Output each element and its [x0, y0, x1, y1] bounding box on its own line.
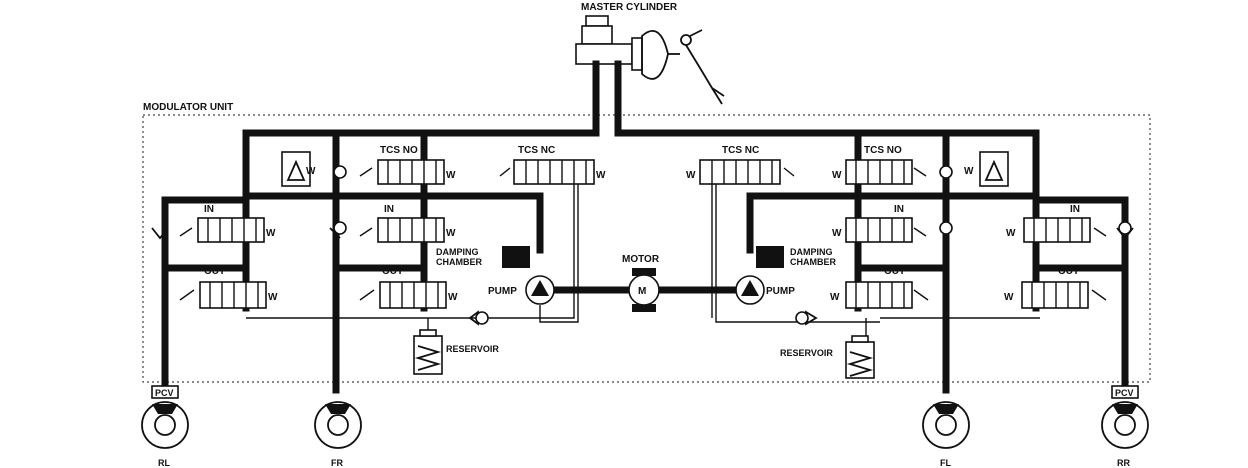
- svg-text:W: W: [832, 228, 842, 239]
- right-out-valve-outer: OUT W: [1004, 266, 1107, 309]
- left-out-valve-outer: OUT W: [179, 266, 278, 309]
- left-damping-label-1: DAMPING: [436, 247, 479, 257]
- left-reservoir-label: RESERVOIR: [446, 344, 499, 354]
- wheel-rl-label: RL: [158, 458, 170, 468]
- right-inner-in-label: IN: [894, 204, 904, 215]
- left-inner-in-label: IN: [384, 204, 394, 215]
- svg-text:W: W: [266, 228, 276, 239]
- svg-text:W: W: [448, 292, 458, 303]
- right-out-valve-inner: OUT W: [830, 266, 929, 309]
- right-check-valves: [795, 165, 1134, 326]
- right-damping-chamber: [756, 246, 784, 268]
- motor-symbol: M: [638, 286, 646, 297]
- left-reservoir: [413, 329, 443, 375]
- left-tcs-no-label: TCS NO: [380, 145, 418, 156]
- wheel-rr-label: RR: [1117, 458, 1130, 468]
- svg-text:W: W: [446, 228, 456, 239]
- right-tcs-nc-valve: TCS NC W: [686, 145, 795, 185]
- svg-text:W: W: [686, 170, 696, 181]
- master-cylinder: [575, 15, 725, 105]
- wheel-fl-label: FL: [940, 458, 951, 468]
- modulator-unit-label: MODULATOR UNIT: [143, 102, 233, 113]
- right-reservoir: [845, 335, 875, 379]
- right-pump: [735, 275, 765, 305]
- svg-text:W: W: [832, 170, 842, 181]
- left-out-valve-inner: OUT W: [359, 266, 458, 309]
- left-tcs-no-valve: TCS NO W: [359, 145, 456, 185]
- wheel-fr: [314, 401, 362, 449]
- master-cylinder-label: MASTER CYLINDER: [581, 2, 678, 13]
- left-check-valves: [151, 165, 489, 326]
- right-damping-label-1: DAMPING: [790, 247, 833, 257]
- wheel-rl: [141, 401, 189, 449]
- right-tcs-no-valve: TCS NO W: [832, 145, 927, 185]
- right-in-valve-inner: IN W: [832, 204, 927, 243]
- hydraulic-lines: [161, 60, 1129, 394]
- left-pump: [525, 275, 555, 305]
- right-pcv-valve-small: W: [964, 151, 1009, 187]
- right-tcs-nc-label: TCS NC: [722, 145, 759, 156]
- left-inner-out-label: OUT: [382, 266, 403, 277]
- svg-text:W: W: [1006, 228, 1016, 239]
- wheel-fr-label: FR: [331, 458, 343, 468]
- motor: [628, 268, 660, 312]
- left-damping-chamber: [502, 246, 530, 268]
- right-in-valve-outer: IN W: [1006, 204, 1107, 243]
- svg-text:W: W: [306, 166, 316, 177]
- left-in-valve-outer: IN W: [179, 204, 276, 243]
- right-tcs-no-label: TCS NO: [864, 145, 902, 156]
- svg-text:W: W: [268, 292, 278, 303]
- right-damping-label-2: CHAMBER: [790, 257, 836, 267]
- svg-text:W: W: [1004, 292, 1014, 303]
- svg-text:W: W: [964, 166, 974, 177]
- left-outer-out-label: OUT: [204, 266, 225, 277]
- right-pump-label: PUMP: [766, 286, 795, 297]
- right-reservoir-label: RESERVOIR: [780, 348, 833, 358]
- right-inner-out-label: OUT: [884, 266, 905, 277]
- left-pump-label: PUMP: [488, 286, 517, 297]
- motor-label: MOTOR: [622, 254, 660, 265]
- modulator-unit-boundary: [142, 114, 1151, 383]
- right-pcv-label: PCV: [1115, 388, 1134, 398]
- wheel-rr: [1101, 401, 1149, 449]
- wheel-fl: [922, 401, 970, 449]
- left-in-valve-inner: IN W: [359, 204, 456, 243]
- left-tcs-nc-label: TCS NC: [518, 145, 555, 156]
- left-pcv-box: [151, 385, 179, 399]
- svg-text:W: W: [830, 292, 840, 303]
- left-damping-label-2: CHAMBER: [436, 257, 482, 267]
- right-outer-out-label: OUT: [1058, 266, 1079, 277]
- return-lines: [246, 178, 1040, 336]
- left-pcv-valve-small: W: [281, 151, 316, 187]
- left-tcs-nc-valve: TCS NC W: [499, 145, 606, 185]
- svg-text:W: W: [596, 170, 606, 181]
- svg-text:W: W: [446, 170, 456, 181]
- right-outer-in-label: IN: [1070, 204, 1080, 215]
- right-pcv-box: [1111, 385, 1139, 399]
- left-pcv-label: PCV: [155, 388, 174, 398]
- left-outer-in-label: IN: [204, 204, 214, 215]
